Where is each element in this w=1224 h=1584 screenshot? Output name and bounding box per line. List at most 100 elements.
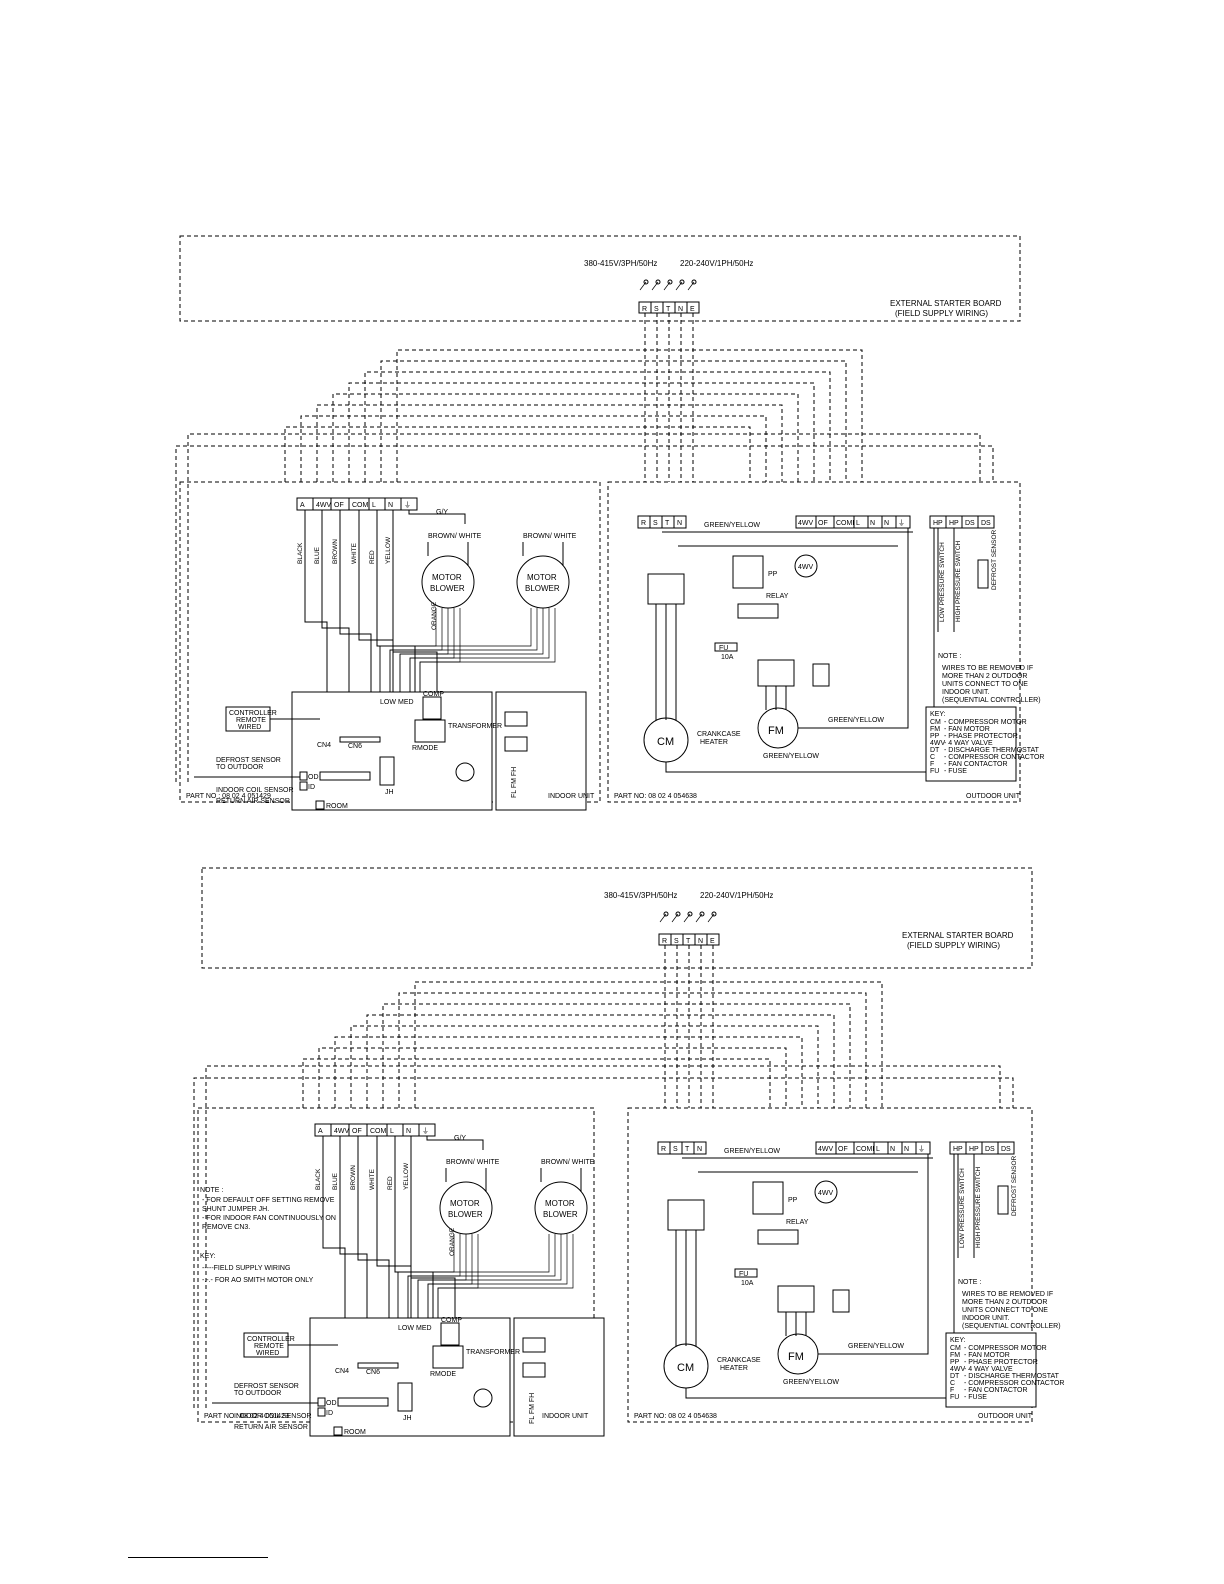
crankcase-label: HEATER [720, 1365, 748, 1372]
ground-label: G/Y [436, 509, 448, 516]
relay-label: RELAY [766, 593, 789, 600]
supply-switch-blade [683, 913, 691, 923]
indoor-key-line: -.-.- FOR AO SMITH MOTOR ONLY [202, 1277, 314, 1284]
wired-remote-controller [243, 1332, 289, 1358]
relay-coil [504, 711, 528, 727]
return-air-sensor-label: RETURN AIR SENSOR [234, 1424, 308, 1431]
fan-ground-label: GREEN/YELLOW [828, 717, 884, 724]
controller-label: WIRED [256, 1350, 279, 1357]
sensor-terminal-label: HP [949, 520, 959, 527]
ground-label: G/Y [454, 1135, 466, 1142]
microcontroller-chip [319, 771, 371, 781]
starter-board-subtitle: (FIELD SUPPLY WIRING) [895, 309, 988, 318]
wired-remote-controller [225, 706, 271, 732]
starter-board-title: EXTERNAL STARTER BOARD [902, 931, 1014, 940]
cn6-connector [339, 736, 381, 743]
footnote-rule [128, 1557, 268, 1558]
indoor-unit-label: INDOOR UNIT [542, 1413, 589, 1420]
indoor-wire-color: BLUE [314, 546, 321, 564]
relay-label: RELAY [786, 1219, 809, 1226]
high-pressure-switch-label: HIGH PRESSURE SWITCH [975, 1166, 982, 1248]
outdoor-terminal-label: N [697, 1146, 702, 1153]
outdoor-note-title: NOTE : [938, 653, 961, 660]
indoor-wire [321, 510, 350, 692]
compressor-contactor [667, 1199, 705, 1231]
cn6-label: CN6 [348, 743, 362, 750]
indoor-wire-color: YELLOW [403, 1162, 410, 1190]
outdoor-terminal-label: ⏚ [898, 519, 905, 527]
od-connector-label: OD [326, 1400, 337, 1407]
fan-motor-label: FM [788, 1351, 804, 1363]
cn4-label: CN4 [335, 1368, 349, 1375]
ground-wire-label: GREEN/YELLOW [704, 522, 760, 529]
motor-blower-2 [534, 1181, 588, 1235]
motor-wire-color: BROWN/ WHITE [428, 533, 482, 540]
wiring-diagram-2: 380-415V/3PH/50Hz 220-240V/1PH/50HzEXTERN… [193, 867, 1064, 1437]
interconnect-wire [302, 1058, 771, 1108]
motor-wire-color: BROWN/ WHITE [523, 533, 577, 540]
outdoor-key-code: PP [930, 733, 940, 740]
sensor-terminal-label: DS [985, 1146, 995, 1153]
indoor-wire-color: RED [369, 550, 376, 564]
indoor-wire [394, 1136, 434, 1318]
ground-wire [685, 1154, 955, 1399]
outdoor-key-code: 4WV [930, 740, 946, 747]
motor-blower-1 [439, 1181, 493, 1235]
indoor-terminal-label: 4WV [316, 502, 332, 509]
indoor-note-title: NOTE : [200, 1187, 223, 1194]
controller-label: REMOTE [236, 717, 266, 724]
indoor-terminal-label: COMP [370, 1128, 391, 1135]
defrost-sensor-loop [205, 1065, 1001, 1408]
indoor-note-line: REMOVE CN3. [202, 1224, 250, 1231]
supply-switch-blade [671, 913, 679, 923]
outdoor-key-desc: - PHASE PROTECTOR [964, 1359, 1038, 1366]
outdoor-key-desc: - FUSE [964, 1394, 987, 1401]
od-connector [299, 771, 308, 781]
interconnect-wire [300, 415, 767, 482]
supply-terminal-label: T [666, 306, 671, 313]
outdoor-key-code: C [930, 754, 935, 761]
interconnect-wire [414, 981, 883, 1108]
motor-label: BLOWER [448, 1210, 483, 1219]
supply-terminal-label: N [698, 938, 703, 945]
outdoor-terminal-label: R [641, 520, 646, 527]
supply-voltage-1ph: 220-240V/1PH/50Hz [700, 891, 773, 900]
outdoor-part-number: PART NO: 08 02 4 054638 [614, 793, 697, 800]
indoor-unit-frame [197, 1107, 595, 1423]
motor-speed-wire [389, 608, 538, 692]
supply-voltage-3ph: 380-415V/3PH/50Hz [604, 891, 677, 900]
compressor-motor-label: CM [657, 736, 674, 748]
outdoor-terminal-label: L [856, 520, 860, 527]
outdoor-terminal-label: COMP [836, 520, 857, 527]
indoor-terminal-label: OF [352, 1128, 362, 1135]
outdoor-terminal-label: COMP [856, 1146, 877, 1153]
transformer-label: TRANSFORMER [466, 1349, 520, 1356]
indoor-control-board [309, 1317, 511, 1437]
outdoor-terminal-label: T [685, 1146, 690, 1153]
room-connector-label: ROOM [326, 803, 348, 810]
sensor-terminal-label: HP [969, 1146, 979, 1153]
four-way-valve [794, 554, 818, 578]
indoor-control-board [291, 691, 493, 811]
motor-speed-wire [437, 1234, 574, 1318]
defrost-sensor-label: TO OUTDOOR [234, 1390, 281, 1397]
motor-label: MOTOR [432, 573, 462, 582]
motor-label: BLOWER [525, 584, 560, 593]
transformer-block [432, 1345, 464, 1369]
outdoor-unit-label: OUTDOOR UNIT [978, 1413, 1033, 1420]
supply-terminal-label: T [686, 938, 691, 945]
transformer-block [414, 719, 446, 743]
indoor-wire-color: YELLOW [385, 536, 392, 564]
defrost-sensor-label: DEFROST SENSOR [234, 1383, 299, 1390]
indoor-terminal-label: A [318, 1128, 323, 1135]
outdoor-key-desc: - COMPRESSOR MOTOR [964, 1345, 1047, 1352]
outdoor-note-line: INDOOR UNIT. [962, 1315, 1010, 1322]
id-connector [317, 1407, 326, 1417]
motor-label: MOTOR [450, 1199, 480, 1208]
motor-speed-wire [407, 1234, 556, 1318]
low-speed-label: LOW [380, 699, 396, 706]
motor-speed-wire [427, 1234, 568, 1318]
med-speed-label: MED [398, 699, 414, 706]
outdoor-terminal-label: S [653, 520, 658, 527]
